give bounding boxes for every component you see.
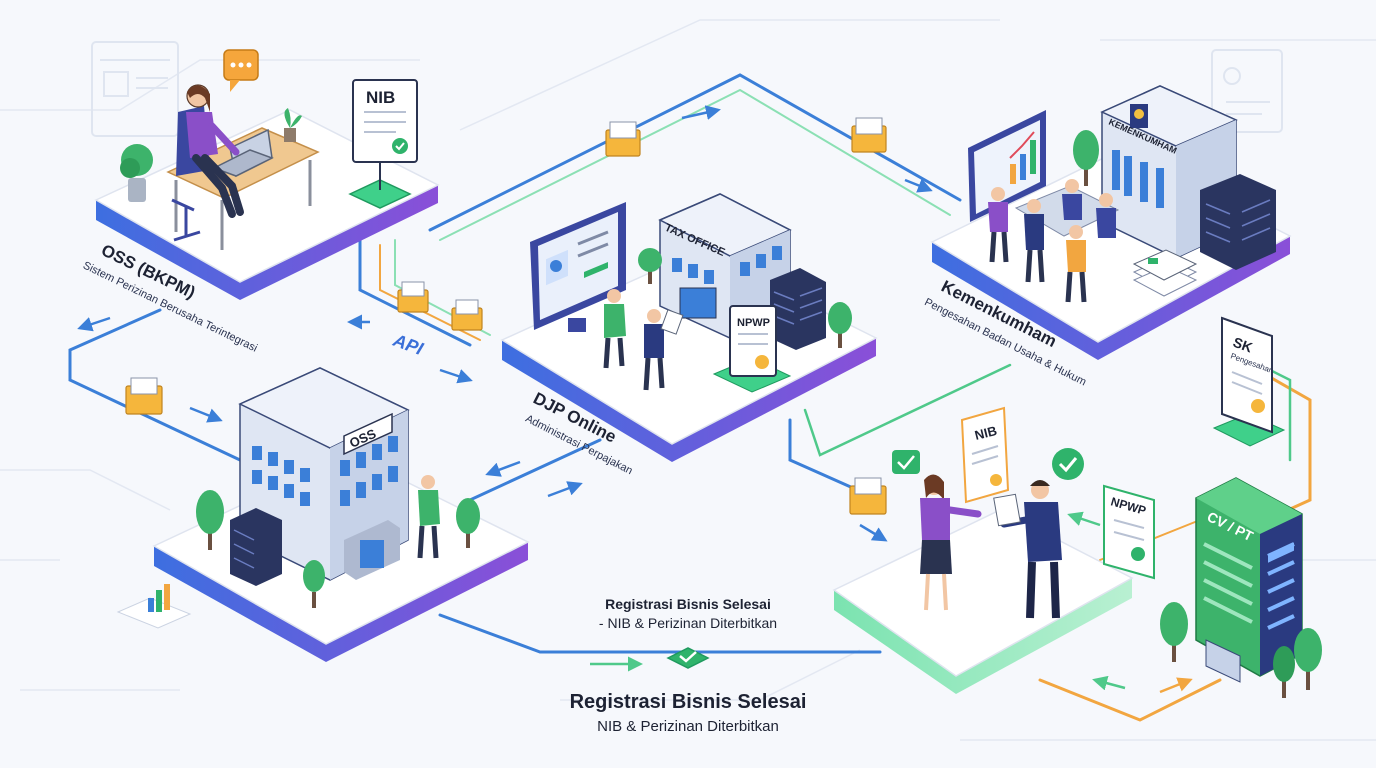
completion-check-icon	[666, 647, 710, 669]
platform-oss-building: OSS	[152, 367, 530, 662]
flow-line-bkpm-to-kemenkumham	[428, 73, 962, 232]
npwp-document-label: NPWP	[737, 317, 770, 329]
mini-chart-card-icon	[116, 584, 192, 629]
meeting-team	[988, 179, 1120, 303]
sk-document-label: SK	[1231, 334, 1255, 356]
folder-icon	[397, 281, 429, 313]
tree-icon	[828, 302, 852, 348]
platform-djp: TAX OFFICE	[500, 193, 878, 462]
flow-line-green-top	[439, 88, 951, 241]
analytics-screen-icon	[968, 110, 1046, 222]
flow-line-djp-to-oss	[468, 438, 602, 502]
potted-plant-icon	[284, 108, 302, 142]
monitor-icon	[530, 202, 626, 332]
tree-icon	[1273, 646, 1295, 698]
man-with-tablet	[417, 475, 440, 559]
nib-certificate-icon	[960, 406, 1010, 504]
completion-small-title: Registrasi Bisnis Selesai	[605, 596, 771, 612]
tree-icon	[196, 490, 224, 550]
completion-main-title: Registrasi Bisnis Selesai	[570, 691, 807, 713]
chat-bubble-icon	[223, 49, 259, 92]
tree-icon	[1160, 602, 1188, 662]
npwp-document-icon	[712, 305, 792, 393]
flow-line-orange-bkpm	[379, 244, 481, 341]
platform-kemenkumham: KEMENKUMHAM	[930, 85, 1292, 360]
oss-office-building	[238, 367, 410, 581]
office-chair	[171, 198, 201, 242]
flow-line-bkpm-to-djp	[358, 238, 472, 347]
background-profile-card-icon	[1211, 49, 1283, 133]
folder-icons	[125, 117, 887, 515]
document-stack-icon	[1132, 249, 1198, 297]
server-rack-icon	[230, 508, 282, 586]
server-rack-icon	[1200, 174, 1276, 270]
tree-icon	[1294, 628, 1322, 690]
check-circle-icon	[1052, 448, 1084, 480]
background-grid	[0, 19, 1376, 741]
flow-line-oss-to-final	[438, 613, 882, 654]
completion-main-subtitle: NIB & Perizinan Diterbitkan	[597, 718, 779, 735]
folder-icon	[605, 121, 641, 157]
folder-icon	[451, 299, 483, 331]
laptop-icon	[212, 128, 274, 178]
man-holding-document	[643, 309, 684, 391]
nib-document-icon	[348, 79, 418, 209]
man-using-screen	[603, 289, 626, 369]
tree-icon	[638, 248, 662, 284]
folder-icon	[849, 477, 887, 515]
completion-small-subtitle: - NIB & Perizinan Diterbitkan	[599, 615, 777, 631]
woman-at-desk	[176, 84, 244, 218]
api-label: API	[390, 330, 427, 360]
check-badge-icon	[892, 450, 920, 474]
tree-icon	[303, 560, 325, 608]
platform-final	[832, 406, 1134, 694]
sk-document-icon	[1212, 316, 1286, 447]
tree-icon	[1073, 130, 1099, 186]
cvpt-building	[1195, 477, 1303, 683]
api-text: API	[390, 330, 427, 360]
server-rack-icon	[770, 268, 826, 350]
platform-oss-bkpm	[94, 49, 440, 300]
npwp-certificate-icon	[1103, 484, 1155, 580]
flow-line-bkpm-to-oss	[68, 308, 242, 462]
flow-line-final-to-cvpt	[1038, 678, 1222, 722]
folder-icon	[125, 377, 163, 415]
nib-certificate-label: NIB	[973, 423, 998, 443]
background-window-icon	[91, 41, 179, 137]
handshake-people	[920, 474, 1062, 619]
flow-line-green-djp	[803, 363, 1012, 457]
folder-icon	[851, 117, 887, 153]
tree-icon	[456, 498, 480, 548]
tree-icon	[120, 144, 153, 202]
nib-document-label: NIB	[366, 88, 395, 107]
